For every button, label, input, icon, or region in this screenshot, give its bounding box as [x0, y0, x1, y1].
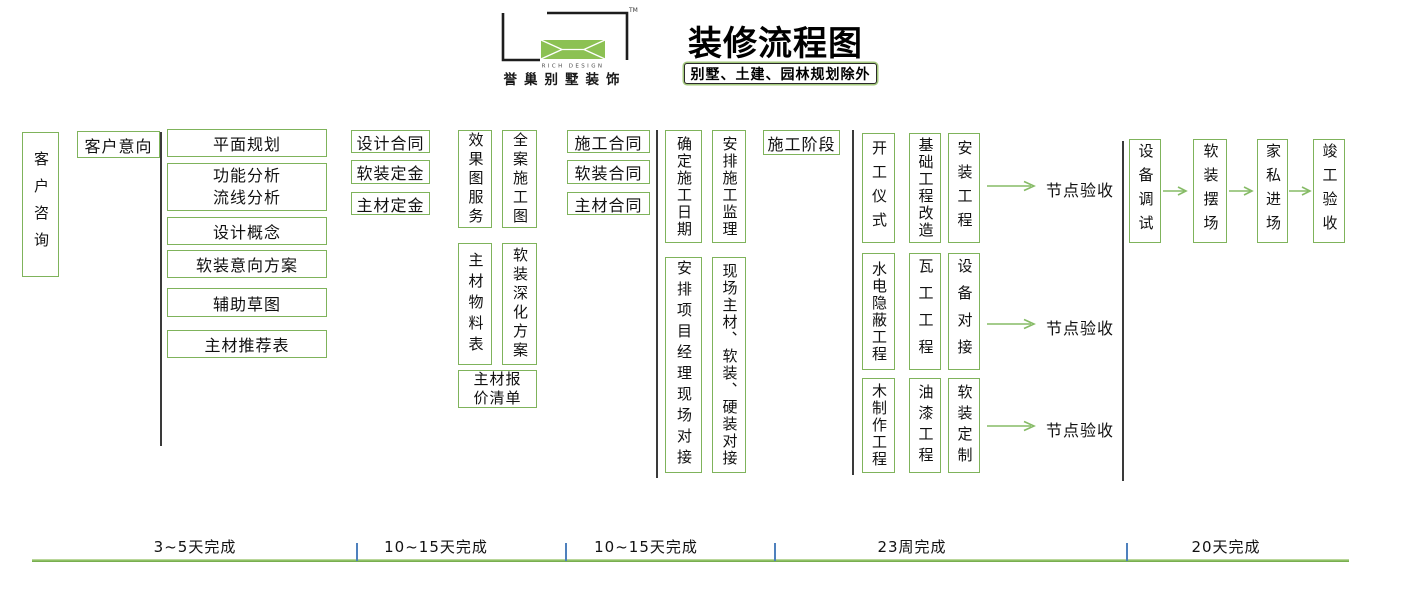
flow-step-softdeco-staging: 软装摆场: [1193, 139, 1227, 243]
flow-step-customer-intent: 客户意向: [77, 131, 160, 158]
timeline-tick: [774, 543, 776, 561]
flow-step-furniture-movein: 家私进场: [1257, 139, 1288, 243]
flow-step-material-quote: 主材报价清单: [458, 370, 537, 408]
flow-step-tiling-works: 瓦工工程: [909, 253, 941, 370]
logo-prism-facets: [540, 39, 606, 60]
flow-step-softdeco-deepening: 软装深化方案: [502, 243, 537, 365]
timeline-duration-label: 23周完成: [877, 538, 947, 556]
flow-step-carpentry-works: 木制作工程: [862, 378, 895, 473]
flow-step-foundation-renovation: 基础工程改造: [909, 133, 941, 243]
flow-step-material-recommend: 主材推荐表: [167, 330, 327, 358]
logo-trademark: TM: [628, 7, 638, 14]
timeline-duration-label: 10~15天完成: [594, 538, 698, 556]
arrow-right-icon: [987, 180, 1036, 192]
flow-step-design-contract: 设计合同: [351, 130, 430, 153]
arrow-right-icon: [987, 420, 1036, 432]
section-divider-4: [1122, 141, 1124, 481]
flow-step-render-service: 效果图服务: [458, 130, 492, 228]
flow-step-project-manager-onsite: 安排项目经理现场对接: [665, 257, 702, 473]
page-title: 装修流程图: [688, 24, 863, 64]
page-subtitle: 别墅、土建、园林规划除外: [684, 63, 877, 84]
flow-step-customer-consult: 客户咨询: [22, 132, 59, 277]
flow-step-material-contract: 主材合同: [567, 192, 650, 215]
timeline-tick: [1126, 543, 1128, 561]
logo-graphic: TM RICH DESIGN 誉巢别墅装饰: [501, 7, 638, 88]
flow-label-construction-phase: 施工阶段: [763, 130, 840, 155]
logo-frame-right: [547, 11, 629, 60]
flow-step-painting-works: 油漆工程: [909, 378, 941, 473]
logo-brand-en: RICH DESIGN: [542, 64, 605, 70]
flow-step-plan-layout: 平面规划: [167, 129, 327, 157]
timeline-duration-label: 20天完成: [1191, 538, 1261, 556]
arrow-right-icon: [1163, 186, 1188, 196]
flow-step-softdeco-intent: 软装意向方案: [167, 250, 327, 278]
flow-step-softdeco-deposit: 软装定金: [351, 160, 430, 184]
timeline-duration-label: 3~5天完成: [153, 538, 237, 556]
flow-step-material-deposit: 主材定金: [351, 192, 430, 215]
checkpoint-label: 节点验收: [1046, 181, 1115, 200]
logo-brand-cn: 誉巢别墅装饰: [503, 71, 627, 88]
arrow-right-icon: [1289, 186, 1312, 196]
flow-step-final-acceptance: 竣工验收: [1313, 139, 1345, 243]
checkpoint-label: 节点验收: [1046, 319, 1115, 338]
flow-step-installation-works: 安装工程: [948, 133, 980, 243]
flow-step-design-concept: 设计概念: [167, 217, 327, 245]
timeline-duration-label: 10~15天完成: [384, 538, 488, 556]
section-divider-3: [852, 130, 854, 475]
flow-step-equipment-debug: 设备调试: [1129, 139, 1161, 243]
timeline-tick: [356, 543, 358, 561]
arrow-right-icon: [1229, 186, 1254, 196]
checkpoint-label: 节点验收: [1046, 421, 1115, 440]
arrow-right-icon: [987, 318, 1036, 330]
flow-step-arrange-supervision: 安排施工监理: [712, 130, 746, 243]
flow-step-equipment-docking: 设备对接: [948, 253, 980, 370]
flow-step-plumbing-electric: 水电隐蔽工程: [862, 253, 895, 370]
flow-step-construction-contract: 施工合同: [567, 130, 650, 153]
flow-step-construction-drawings: 全案施工图: [502, 130, 537, 228]
company-logo: TM RICH DESIGN 誉巢别墅装饰: [498, 4, 640, 90]
timeline-tick: [565, 543, 567, 561]
flow-step-groundbreaking: 开工仪式: [862, 133, 895, 243]
flow-step-set-construction-date: 确定施工日期: [665, 130, 702, 243]
flow-step-softdeco-custom: 软装定制: [948, 378, 980, 473]
flow-step-softdeco-contract: 软装合同: [567, 160, 650, 184]
section-divider-2: [656, 130, 658, 478]
timeline-axis: [32, 559, 1349, 562]
flow-step-material-list: 主材物料表: [458, 243, 492, 365]
flow-step-aux-sketch: 辅助草图: [167, 288, 327, 317]
section-divider-1: [160, 132, 162, 446]
flow-step-onsite-docking: 现场主材、软装、硬装对接: [712, 257, 746, 473]
flow-step-function-analysis: 功能分析 流线分析: [167, 163, 327, 211]
logo-frame-left: [501, 13, 540, 62]
